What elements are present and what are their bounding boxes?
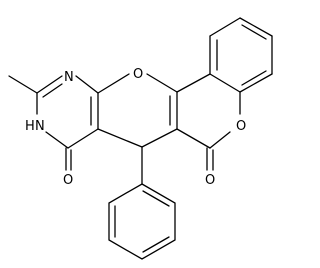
phenyl-inner-1 <box>142 190 170 207</box>
bond-benzo-fused <box>209 73 241 93</box>
atom-label-nh-h: H <box>25 119 35 134</box>
benzo-3 <box>239 17 273 37</box>
atom-label-o-coumarin: O <box>236 119 246 134</box>
atom-label-o-pyran: O <box>133 67 143 82</box>
bond-c8a-o <box>97 73 130 94</box>
atom-label-o-carbonyl-left: O <box>63 173 73 188</box>
benzo-3-inner <box>241 24 267 40</box>
phenyl-ring <box>108 183 176 260</box>
atom-label-n-top: N <box>64 70 74 85</box>
bond-n3-c4 <box>45 131 69 149</box>
bond-n1-c8a <box>75 75 99 94</box>
bond-c2-n1-inner <box>42 83 63 98</box>
molecule-structure: N N H O O O O <box>8 17 273 260</box>
bond-lactone-c-c5 <box>176 128 211 149</box>
benzo-2 <box>209 17 241 37</box>
bond-c-c-benzo <box>176 73 211 93</box>
bond-methyl <box>8 75 38 94</box>
benzo-5-inner <box>241 70 267 86</box>
bond-c2-n1 <box>36 75 63 94</box>
bond-o-c <box>146 73 178 93</box>
bond-sp3-c4a <box>97 128 143 148</box>
atom-label-o-carbonyl-right: O <box>205 173 215 188</box>
structure-canvas: N N H O O O O <box>8 17 273 260</box>
bond-c5-sp3 <box>141 128 178 148</box>
benzo-5 <box>239 73 273 93</box>
phenyl-inner-2 <box>142 236 170 253</box>
atom-label-nh-n: N <box>35 119 45 134</box>
bond-o-lactone-c <box>209 131 231 149</box>
bond-c4-c4a <box>67 128 99 149</box>
